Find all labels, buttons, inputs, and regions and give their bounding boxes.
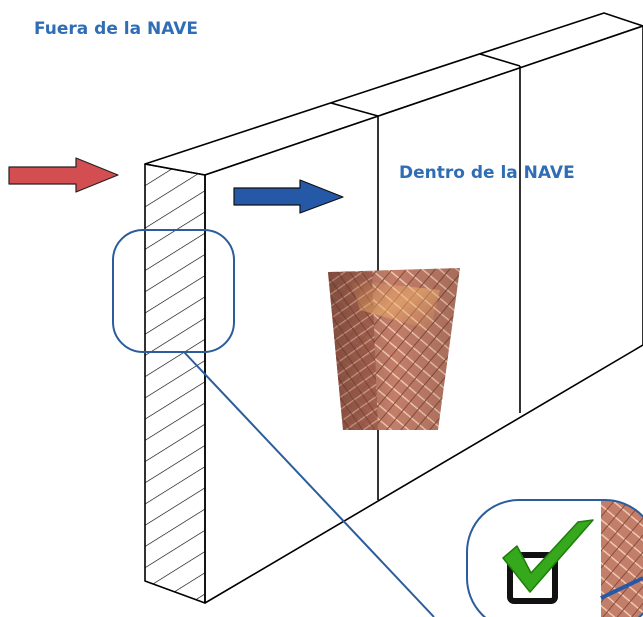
top-seam-1 [330,102,379,117]
zoom-highlight-box [112,229,235,353]
inflow-arrow-icon [8,157,119,193]
detail-inset [466,499,643,617]
outside-label: Fuera de la NAVE [34,19,199,39]
pad-material-photo [328,268,460,430]
zoom-leader-line [183,351,435,617]
inside-label: Dentro de la NAVE [399,163,575,183]
inset-pad-photo [601,500,643,617]
outflow-arrow-icon [233,179,344,214]
check-mark-icon [502,519,594,604]
top-seam-2 [479,53,521,67]
panel-front-face [144,163,206,604]
